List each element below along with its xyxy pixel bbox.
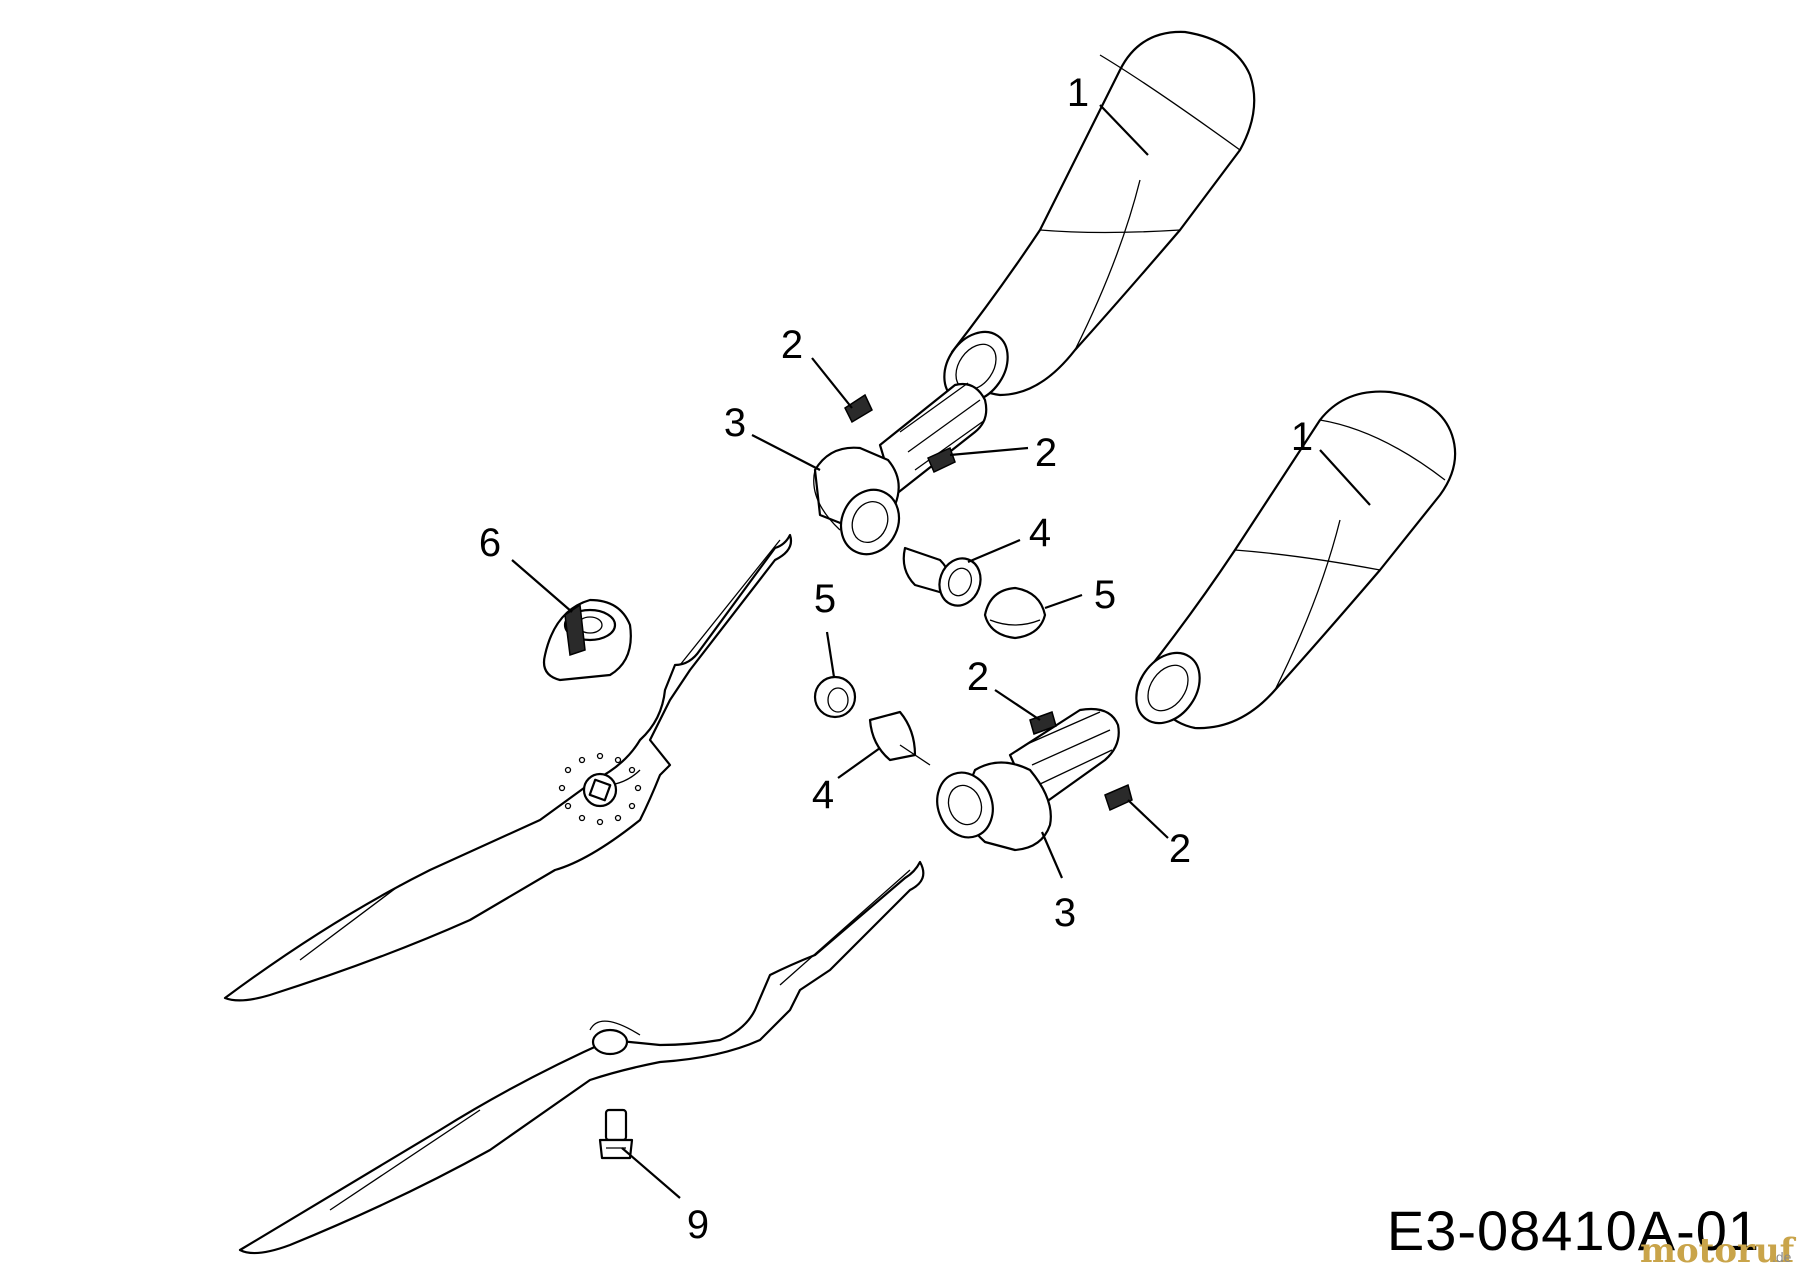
blade-lower-part xyxy=(238,860,925,1255)
leader-line-2-lower-a xyxy=(994,689,1041,721)
callout-3-upper: 3 xyxy=(724,401,746,445)
sleeve-upper-part xyxy=(902,546,982,607)
clip-lower-a-part xyxy=(1029,711,1057,735)
callout-2-upper-b: 2 xyxy=(1035,431,1057,475)
knob-part xyxy=(542,598,632,682)
callout-5-lower: 5 xyxy=(814,577,836,621)
clip-lower-b-part xyxy=(1104,783,1133,812)
adapter-lower-part xyxy=(936,707,1120,852)
leader-line-1-upper xyxy=(1099,104,1149,156)
leader-line-5-lower xyxy=(825,631,836,678)
bolt-part xyxy=(598,1108,634,1160)
drawing-code: E3-08410A-01 xyxy=(1387,1199,1760,1262)
leader-line-3-lower xyxy=(1040,831,1064,879)
callout-1-upper: 1 xyxy=(1067,71,1089,115)
leader-line-9 xyxy=(621,1147,681,1199)
callout-4-upper: 4 xyxy=(1029,511,1051,555)
watermark-brand: motoruf xyxy=(1640,1231,1797,1271)
leader-line-4-upper xyxy=(967,538,1021,564)
leader-line-4-lower xyxy=(837,747,881,779)
leader-line-5-upper xyxy=(1044,593,1083,610)
watermark-logo: motoruf .de xyxy=(1640,1231,1797,1271)
clip-upper-b-part xyxy=(927,446,956,474)
callout-1-lower: 1 xyxy=(1291,415,1313,459)
callout-labels: 1 1 2 2 2 2 3 3 4 4 5 5 6 9 xyxy=(479,71,1313,1247)
callout-5-upper: 5 xyxy=(1094,573,1116,617)
leader-line-3-upper xyxy=(751,434,821,471)
sleeve-lower-part xyxy=(868,710,931,766)
leader-lines xyxy=(511,104,1371,1199)
adapter-upper-part xyxy=(813,382,988,556)
callout-9: 9 xyxy=(687,1203,709,1247)
callout-3-lower: 3 xyxy=(1054,891,1076,935)
leader-line-2-upper-b xyxy=(949,446,1029,457)
leader-line-1-lower xyxy=(1319,449,1371,506)
leader-line-6 xyxy=(511,559,573,613)
clip-upper-a-part xyxy=(844,393,873,424)
leader-line-2-lower-b xyxy=(1127,799,1169,839)
handle-lower-part xyxy=(1135,390,1457,730)
callout-2-upper-a: 2 xyxy=(781,323,803,367)
callout-2-lower-b: 2 xyxy=(1169,827,1191,871)
blade-upper-part xyxy=(223,533,793,1002)
watermark-tld: .de xyxy=(1772,1249,1792,1265)
callout-2-lower-a: 2 xyxy=(967,655,989,699)
handle-upper-part xyxy=(943,30,1256,404)
callout-4-lower: 4 xyxy=(812,773,834,817)
blade-hole-pattern xyxy=(558,752,642,826)
callout-6: 6 xyxy=(479,521,501,565)
leader-line-2-upper-a xyxy=(811,357,853,409)
bumper-lower-part xyxy=(813,675,857,719)
bumper-upper-part xyxy=(983,586,1047,640)
